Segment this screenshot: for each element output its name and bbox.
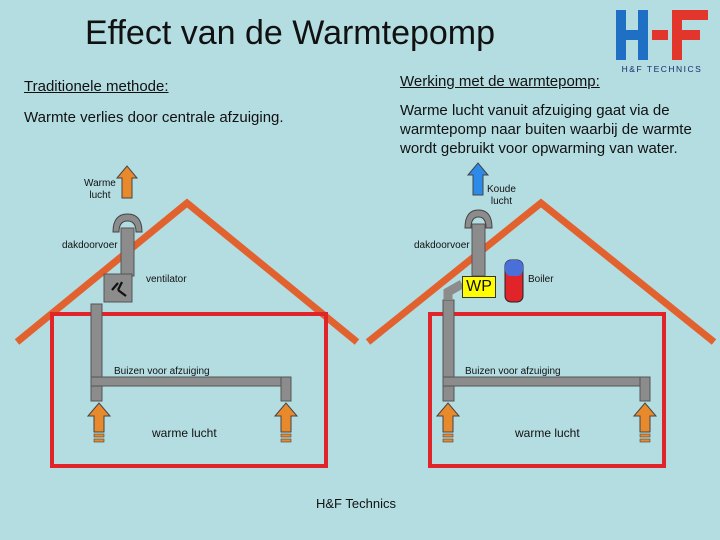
right-pipes-label: Buizen voor afzuiging bbox=[465, 366, 561, 377]
right-description: Warme lucht vanuit afzuiging gaat via de… bbox=[400, 102, 692, 157]
left-roof-duct bbox=[120, 227, 135, 277]
logo-text: H&F TECHNICS bbox=[622, 64, 703, 74]
right-duct-cap bbox=[464, 209, 493, 229]
boiler-label: Boiler bbox=[528, 274, 554, 285]
left-heading: Traditionele methode: bbox=[24, 78, 169, 95]
left-description: Warmte verlies door centrale afzuiging. bbox=[24, 109, 284, 126]
right-roof-duct-label: dakdoorvoer bbox=[414, 240, 470, 251]
left-horizontal-pipe bbox=[90, 376, 292, 387]
left-vertical-pipe bbox=[90, 303, 103, 385]
fan-label: ventilator bbox=[146, 274, 187, 285]
left-warm-air-label: warme lucht bbox=[152, 426, 217, 440]
right-drop-pipe-2 bbox=[442, 385, 455, 402]
right-heading: Werking met de warmtepomp: bbox=[400, 73, 600, 90]
logo-mark bbox=[616, 10, 708, 60]
left-pipes-label: Buizen voor afzuiging bbox=[114, 366, 210, 377]
warm-air-out-arrow bbox=[115, 165, 139, 199]
heat-pump: WP bbox=[462, 276, 496, 298]
left-roof-duct-label: dakdoorvoer bbox=[62, 240, 118, 251]
right-vertical-pipe bbox=[442, 299, 455, 385]
left-warm-arrow-2 bbox=[274, 402, 298, 443]
right-house bbox=[365, 162, 717, 468]
footer-credit: H&F Technics bbox=[316, 496, 396, 511]
left-warm-arrow-1 bbox=[87, 402, 111, 443]
page-title: Effect van de Warmtepomp bbox=[84, 14, 496, 52]
left-house bbox=[14, 165, 360, 468]
right-roof bbox=[365, 198, 717, 345]
hf-logo: H&F TECHNICS bbox=[616, 10, 708, 74]
right-warm-arrow-1 bbox=[436, 402, 460, 443]
left-drop-pipe bbox=[280, 376, 292, 402]
left-duct-cap bbox=[112, 213, 143, 233]
left-roof bbox=[14, 198, 360, 345]
right-warm-arrow-2 bbox=[633, 402, 657, 443]
right-pipe-to-wp bbox=[443, 280, 465, 300]
warm-air-out-label: Warme lucht bbox=[84, 178, 116, 201]
right-warm-air-label: warme lucht bbox=[515, 426, 580, 440]
fan-icon bbox=[111, 281, 127, 297]
right-drop-pipe bbox=[639, 376, 651, 402]
cold-air-out-label: Koude lucht bbox=[487, 184, 516, 207]
right-horizontal-pipe bbox=[442, 376, 651, 387]
right-roof-duct bbox=[471, 223, 486, 277]
left-drop-pipe-2 bbox=[90, 385, 103, 402]
boiler-top bbox=[505, 260, 523, 276]
cold-air-out-arrow bbox=[466, 162, 490, 196]
